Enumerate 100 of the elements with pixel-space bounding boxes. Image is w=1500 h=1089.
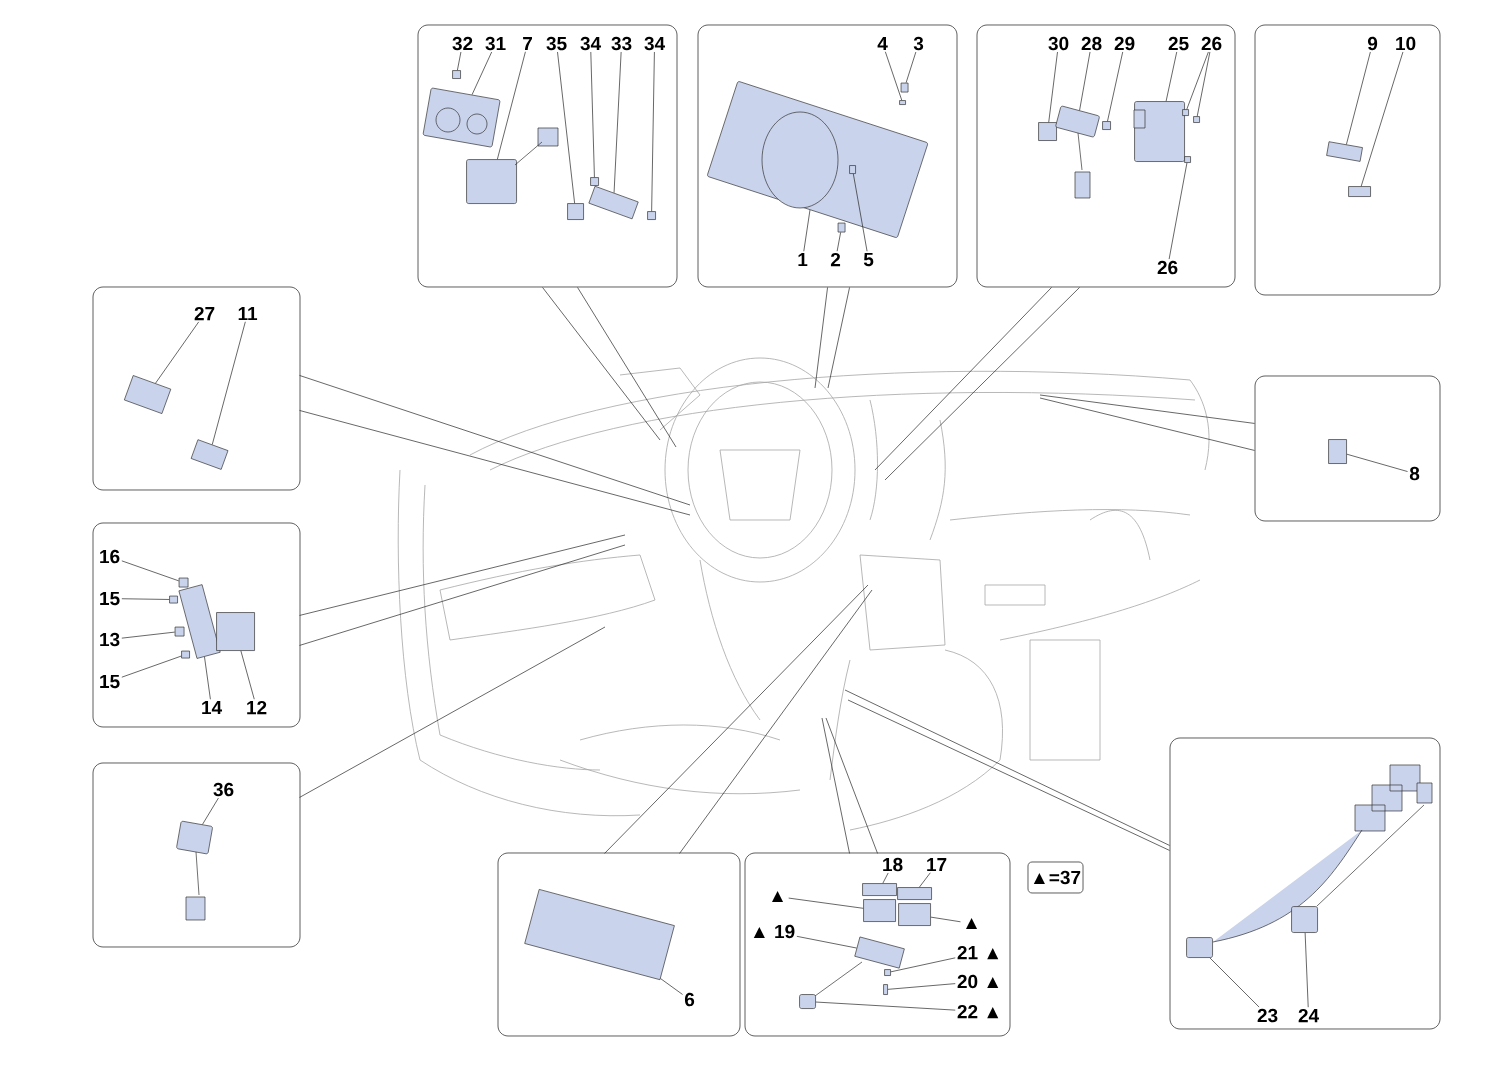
callout-number: 27 xyxy=(194,306,215,321)
leader-line xyxy=(613,51,622,194)
callout-number: 4 xyxy=(877,37,888,51)
leader-line xyxy=(890,957,956,973)
leader-line xyxy=(211,321,246,445)
detail-panel xyxy=(92,762,301,948)
leader-line xyxy=(542,287,661,441)
leader-line xyxy=(882,872,889,884)
callout-number: 12 xyxy=(247,700,267,715)
component-picture xyxy=(178,577,189,588)
callout-number: 8 xyxy=(1409,466,1420,481)
callout-number: 15 xyxy=(100,674,120,689)
leader-line xyxy=(299,626,606,798)
detail-panel xyxy=(1254,24,1441,296)
leader-line xyxy=(299,534,626,616)
callout-number: 16 xyxy=(100,549,120,564)
leader-line xyxy=(471,51,493,95)
callout-number: 13 xyxy=(100,632,120,647)
component-picture xyxy=(854,936,905,969)
leader-line xyxy=(299,544,626,646)
component-picture xyxy=(799,961,863,1009)
callout-number: 24 xyxy=(1298,1008,1319,1023)
leader-line xyxy=(155,321,200,384)
leader-line xyxy=(299,375,691,506)
callout-number: 15 xyxy=(100,591,120,606)
detail-panel xyxy=(1254,375,1441,522)
callout-number: 30 xyxy=(1048,36,1069,51)
callout-number: 26 xyxy=(1201,36,1222,51)
leader-line xyxy=(853,173,868,252)
leader-line xyxy=(1039,394,1255,424)
callout-number: 32 xyxy=(452,36,473,51)
leader-line xyxy=(930,916,961,923)
component-picture xyxy=(1328,439,1347,464)
component-picture xyxy=(567,203,584,220)
component-picture xyxy=(590,177,599,186)
leader-line xyxy=(1165,51,1178,102)
leader-line xyxy=(1168,162,1188,260)
component-picture xyxy=(647,211,656,220)
component-picture xyxy=(1038,122,1057,141)
callout-number: 26 xyxy=(1157,260,1178,275)
leader-line xyxy=(457,51,462,71)
callout-number: 2 xyxy=(830,252,841,267)
component-picture xyxy=(1133,101,1185,162)
leader-line xyxy=(1196,51,1211,117)
component-picture xyxy=(422,87,501,148)
note-box: ▲=37 xyxy=(1027,861,1084,894)
component-picture xyxy=(863,899,896,922)
callout-number: 5 xyxy=(863,252,874,267)
leader-line xyxy=(1304,932,1309,1008)
leader-line xyxy=(885,51,903,101)
component-picture xyxy=(190,439,229,470)
detail-panel xyxy=(976,24,1236,288)
leader-line xyxy=(1039,397,1255,451)
leader-line xyxy=(825,717,878,854)
leader-line xyxy=(803,209,811,252)
component-picture xyxy=(216,612,255,651)
leader-line xyxy=(497,51,526,160)
leader-line xyxy=(121,631,176,639)
leader-line xyxy=(679,589,873,854)
callout-number: 1 xyxy=(798,253,808,267)
component-picture xyxy=(123,375,172,414)
leader-line xyxy=(1079,51,1091,111)
component-picture xyxy=(837,222,846,233)
callout-number: ▲ xyxy=(772,891,784,903)
leader-line xyxy=(1360,51,1404,187)
leader-line xyxy=(577,287,677,448)
callout-number: ▲ xyxy=(966,918,978,930)
component-picture xyxy=(1055,105,1100,199)
callout-number: 33 xyxy=(611,36,632,51)
detail-panel xyxy=(1169,737,1441,1030)
callout-number: 22 ▲ xyxy=(957,1004,999,1019)
component-picture xyxy=(1182,109,1189,116)
leader-line xyxy=(884,287,1080,481)
callout-number: 23 xyxy=(1257,1008,1278,1023)
component-picture xyxy=(1193,116,1200,123)
callout-number: 21 ▲ xyxy=(957,945,999,960)
leader-line xyxy=(660,978,683,995)
leader-line xyxy=(1346,51,1371,145)
callout-number: 34 xyxy=(580,36,601,51)
component-picture xyxy=(1184,156,1191,163)
callout-number: 35 xyxy=(546,36,567,51)
callout-number: ▲ 19 xyxy=(753,924,795,939)
component-picture xyxy=(884,969,891,976)
callout-number: 7 xyxy=(523,37,532,51)
callout-number: 20 ▲ xyxy=(957,974,999,989)
callout-number: 29 xyxy=(1114,36,1135,51)
component-picture xyxy=(174,626,185,637)
detail-panel xyxy=(92,522,301,728)
component-picture xyxy=(466,127,559,204)
component-picture xyxy=(169,595,178,604)
component-picture xyxy=(898,903,931,926)
callout-number: 6 xyxy=(684,992,695,1007)
leader-line xyxy=(919,872,931,888)
leader-line xyxy=(204,656,211,700)
leader-line xyxy=(299,410,691,516)
component-picture xyxy=(1102,121,1111,130)
callout-number: 28 xyxy=(1081,36,1102,51)
leader-line xyxy=(887,983,956,990)
component-picture xyxy=(897,887,932,900)
leader-line xyxy=(1048,51,1058,123)
